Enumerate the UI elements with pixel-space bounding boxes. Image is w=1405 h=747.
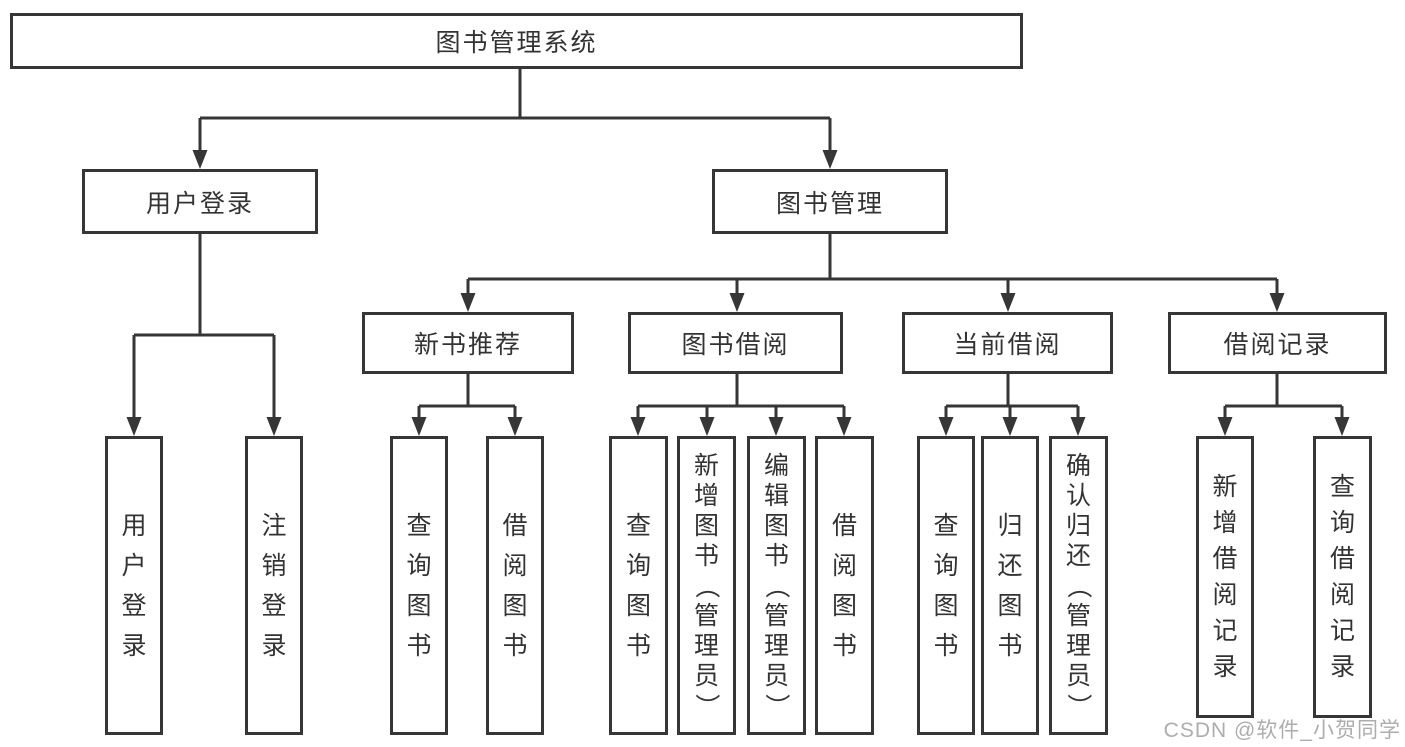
watermark-text: CSDN @软件_小贺同学 bbox=[1163, 719, 1401, 742]
node-borrow-books-2: 借阅图书 bbox=[815, 436, 874, 735]
node-current-borrowing-label: 当前借阅 bbox=[953, 331, 1062, 359]
node-return-books: 归还图书 bbox=[981, 436, 1039, 735]
node-book-management-label: 图书管理 bbox=[775, 189, 884, 218]
node-current-borrowing: 当前借阅 bbox=[902, 312, 1113, 374]
node-user-login: 用户登录 bbox=[82, 169, 318, 234]
node-new-book-recommend: 新书推荐 bbox=[362, 312, 574, 374]
node-add-books-admin: 新增图书（管理员） bbox=[677, 436, 736, 735]
node-root-label: 图书管理系统 bbox=[435, 29, 598, 57]
node-confirm-return-admin: 确认归还（管理员） bbox=[1049, 436, 1108, 735]
node-query-borrow-record: 查询借阅记录 bbox=[1313, 436, 1372, 718]
node-logout: 注销登录 bbox=[245, 436, 303, 735]
node-book-borrowing: 图书借阅 bbox=[628, 312, 843, 374]
node-borrowing-records-label: 借阅记录 bbox=[1223, 331, 1332, 359]
node-query-books-1: 查询图书 bbox=[390, 436, 448, 735]
node-query-books-2: 查询图书 bbox=[609, 436, 668, 735]
node-add-borrow-record: 新增借阅记录 bbox=[1196, 436, 1254, 718]
node-book-borrowing-label: 图书借阅 bbox=[681, 331, 790, 359]
node-new-book-recommend-label: 新书推荐 bbox=[413, 331, 522, 359]
node-user-login-label: 用户登录 bbox=[145, 189, 254, 218]
node-borrowing-records: 借阅记录 bbox=[1168, 312, 1387, 374]
node-root: 图书管理系统 bbox=[10, 13, 1023, 69]
node-edit-books-admin: 编辑图书（管理员） bbox=[747, 436, 806, 735]
node-book-management: 图书管理 bbox=[712, 169, 948, 234]
node-user-login-leaf: 用户登录 bbox=[105, 436, 163, 735]
node-borrow-books-1: 借阅图书 bbox=[486, 436, 544, 735]
node-query-books-3: 查询图书 bbox=[917, 436, 975, 735]
